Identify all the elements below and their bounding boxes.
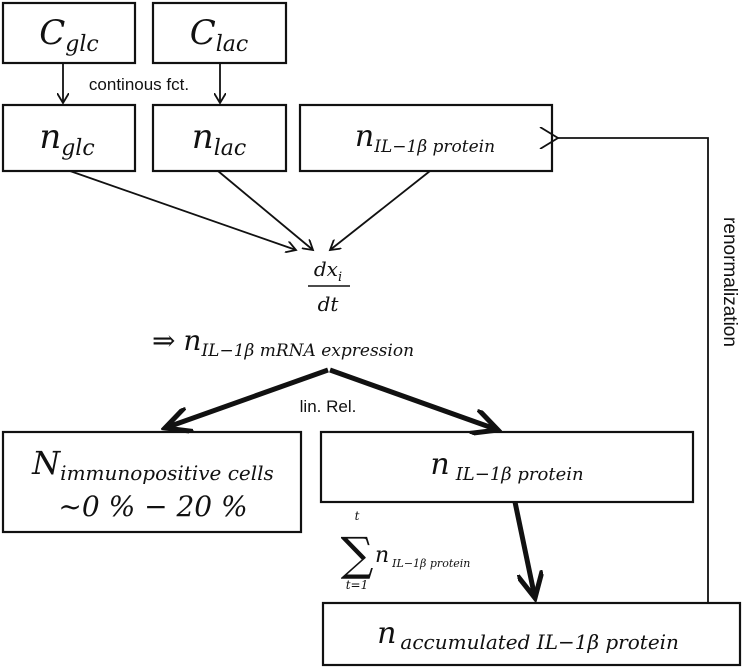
continuous-label-bg: [74, 74, 202, 94]
dxdt-denominator: dt: [318, 292, 340, 316]
mrna-expression-formula: ⇒nIL−1β mRNA expression: [152, 324, 414, 361]
arrow-n-glc-to-dxdt: [69, 170, 296, 250]
c-lac-formula: Clac: [190, 13, 249, 57]
arrow-n-lac-to-dxdt: [217, 170, 313, 250]
n-lac-box: [151, 103, 288, 173]
arrow-mrna-to-immuno: [165, 367, 329, 428]
n-glc-box: [1, 103, 137, 173]
immunopositive-formula: Nimmunopositive cells: [31, 444, 274, 485]
sum-symbol: ∑: [341, 527, 374, 581]
immunopositive-range: ~0 % − 20 %: [58, 490, 247, 523]
immunopositive-box: [1, 430, 303, 534]
accumulated-box: [321, 601, 742, 667]
n-il1b-protein-top-box: [298, 103, 554, 173]
c-glc-box: [1, 1, 137, 65]
n-lac-formula: nlac: [192, 117, 246, 161]
c-lac-box: [151, 1, 288, 65]
renormalization-loop: [558, 138, 709, 603]
n-il1b-protein-top-formula: nIL−1β protein: [355, 119, 495, 157]
arrow-n-il1b-to-dxdt: [330, 170, 431, 250]
arrow-mrna-to-protein: [329, 367, 498, 430]
c-glc-formula: Cglc: [39, 13, 98, 57]
renormalization-label: renormalization: [719, 217, 740, 347]
dxdt-numerator: dxi: [314, 257, 342, 285]
linrel-label: lin. Rel.: [300, 397, 357, 416]
sum-upper-limit: t: [355, 509, 360, 523]
n-il1b-protein-mid-box: [319, 430, 695, 504]
arrow-protein-to-accumulated: [512, 501, 535, 598]
continuous-label: continous fct.: [89, 75, 189, 94]
sum-lower-limit: t=1: [346, 578, 369, 592]
n-glc-formula: nglc: [39, 117, 94, 161]
